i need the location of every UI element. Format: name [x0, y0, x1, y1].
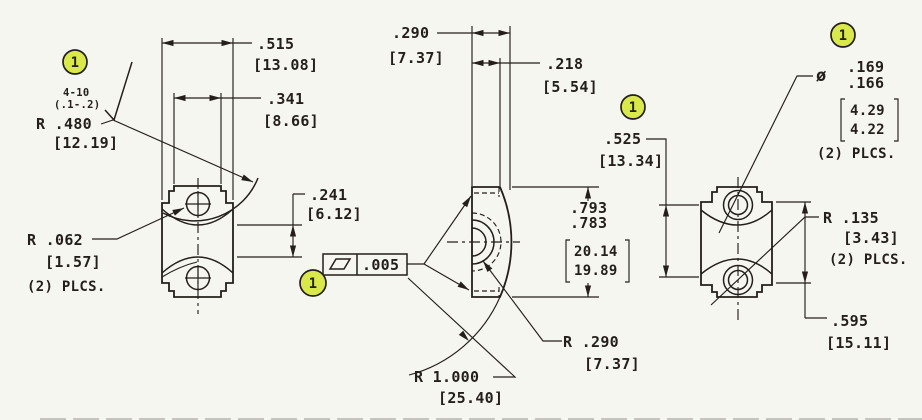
- dim-r1000-metric: [25.40]: [438, 389, 503, 407]
- dim-525-lines: [646, 138, 699, 278]
- dim-793-metric-max: 20.14: [574, 244, 618, 260]
- dim-r135-value: R .135: [823, 209, 879, 227]
- dim-290-value: .290: [392, 24, 429, 42]
- surface-finish-icon: [104, 61, 133, 122]
- dim-241-metric: [6.12]: [306, 205, 362, 223]
- dia-metric-max: 4.29: [850, 103, 885, 119]
- flatness-feature-control-frame: .005: [322, 194, 474, 293]
- r135-leader: [710, 216, 819, 306]
- flatness-tolerance: .005: [362, 256, 399, 274]
- dim-r062-note: (2) PLCS.: [27, 279, 106, 295]
- dim-793-max: .793: [570, 199, 607, 217]
- r480-leader: [100, 119, 254, 183]
- dim-515-lines: [161, 38, 252, 200]
- balloon-right-525-label: 1: [629, 100, 638, 116]
- dim-r062-value: R .062: [27, 231, 83, 249]
- balloon-right-top: 1: [830, 22, 856, 48]
- flatness-leaders: [407, 195, 472, 291]
- dim-r290-metric: [7.37]: [584, 355, 640, 373]
- r062-leader: [92, 207, 185, 240]
- dim-515-metric: [13.08]: [253, 56, 318, 74]
- left-dome-arc-inner: [161, 261, 198, 278]
- dim-793-metric-brackets: [565, 239, 630, 283]
- balloon-left: 1: [62, 49, 88, 75]
- left-dome-arc: [161, 256, 234, 274]
- left-view-outline: [161, 185, 234, 298]
- right-cup-arc: [700, 209, 773, 226]
- balloon-right-top-label: 1: [839, 28, 848, 44]
- right-view-dimensions: ø .169 .166 4.29 4.22 (2) PLCS. .525 [13…: [598, 58, 908, 352]
- dia-leader: [718, 75, 813, 234]
- left-view-dimensions: .515 [13.08] .341 [8.66] 4-10 (.1-.2) R …: [27, 35, 362, 295]
- dim-241-value: .241: [310, 186, 347, 204]
- dim-515-value: .515: [257, 35, 294, 53]
- dim-218-value: .218: [546, 55, 583, 73]
- dim-595-value: .595: [831, 312, 868, 330]
- dim-525-value: .525: [604, 130, 641, 148]
- left-view: [161, 177, 259, 314]
- flatness-symbol-icon: [328, 258, 352, 270]
- dim-290-metric: [7.37]: [388, 49, 444, 67]
- dim-341-metric: [8.66]: [263, 112, 319, 130]
- r1000-arc-extension: [408, 296, 501, 376]
- right-dome-arc: [700, 258, 773, 275]
- dim-525-metric: [13.34]: [598, 152, 663, 170]
- dia-note: (2) PLCS.: [817, 146, 896, 162]
- left-r480-arc: [162, 177, 259, 222]
- balloon-left-label: 1: [71, 55, 80, 71]
- dim-r1000-value: R 1.000: [414, 368, 479, 386]
- dim-595-lines: [776, 201, 827, 319]
- middle-view: [408, 186, 520, 376]
- dim-218-metric: [5.54]: [542, 78, 598, 96]
- dia-metric-brackets: [840, 98, 899, 142]
- right-view: [700, 75, 819, 320]
- dim-r480-value: R .480: [36, 115, 92, 133]
- balloon-middle: 1: [299, 269, 327, 297]
- dim-r135-metric: [3.43]: [843, 229, 899, 247]
- dia-max: .169: [847, 58, 884, 76]
- right-view-outline: [700, 186, 773, 298]
- balloon-callouts: 1 1 1 1: [62, 22, 856, 297]
- dim-241-lines: [237, 193, 305, 258]
- finish-note-line2: (.1-.2): [54, 99, 100, 111]
- dim-341-lines: [173, 93, 261, 184]
- r290-leader: [482, 260, 562, 342]
- middle-view-outline: [471, 186, 513, 298]
- right-top-hole-outer: [722, 189, 754, 221]
- middle-hidden-lines: [474, 187, 500, 297]
- dim-r290-value: R .290: [563, 333, 619, 351]
- dim-595-metric: [15.11]: [826, 334, 891, 352]
- balloon-right-525: 1: [620, 94, 646, 120]
- r1000-leader: [407, 277, 517, 378]
- dim-793-min: .783: [570, 214, 607, 232]
- dim-r135-note: (2) PLCS.: [829, 252, 908, 268]
- balloon-middle-label: 1: [309, 276, 318, 292]
- middle-extension-lines: [471, 26, 511, 190]
- dia-metric-min: 4.22: [850, 122, 885, 138]
- middle-view-dimensions: .290 [7.37] .218 [5.54] .793 .783 20.14 …: [322, 24, 640, 407]
- dim-793-metric-min: 19.89: [574, 263, 618, 279]
- dim-793-lines: [512, 186, 599, 298]
- dim-r480-metric: [12.19]: [53, 134, 118, 152]
- finish-note-line1: 4-10: [63, 87, 90, 99]
- dia-symbol: ø: [816, 66, 827, 86]
- dim-341-value: .341: [267, 90, 304, 108]
- dim-r062-metric: [1.57]: [45, 253, 101, 271]
- middle-bore-arc-hidden: [471, 212, 502, 272]
- dia-min: .166: [847, 74, 884, 92]
